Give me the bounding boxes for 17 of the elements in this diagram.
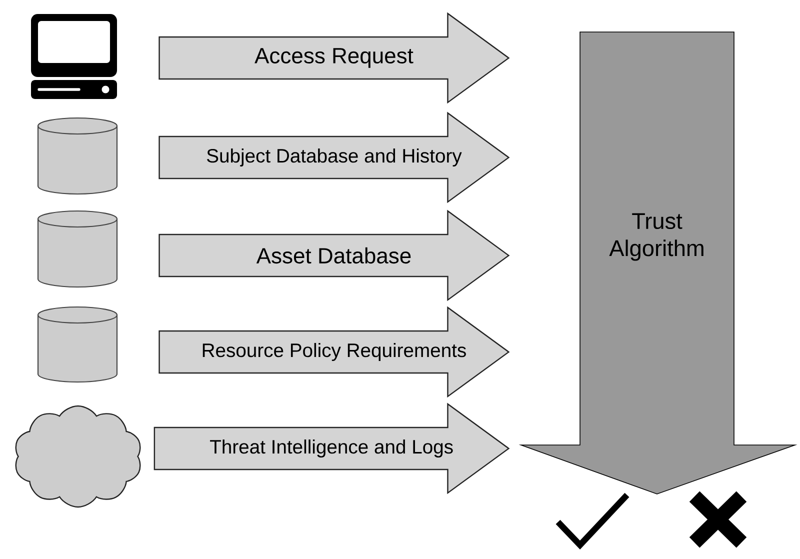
edge-label: Resource Policy Requirements xyxy=(202,342,466,361)
block-arrow xyxy=(158,12,510,104)
check-icon xyxy=(556,492,630,550)
cross-icon xyxy=(687,489,749,550)
database-cylinder xyxy=(37,210,118,288)
database-cylinder xyxy=(37,306,118,383)
block-arrow xyxy=(158,112,510,204)
edge-label: Asset Database xyxy=(256,247,411,264)
edge-label: Access Request xyxy=(254,48,414,68)
cloud-shape xyxy=(15,405,141,508)
block-arrow xyxy=(158,210,510,302)
block-arrow xyxy=(158,306,510,398)
edge-label: Subject Database and History xyxy=(207,148,462,166)
edge-label: Threat Intelligence and Logs xyxy=(210,439,453,458)
database-cylinder xyxy=(37,117,118,195)
computer-icon xyxy=(31,14,117,99)
block-arrow xyxy=(154,402,510,494)
